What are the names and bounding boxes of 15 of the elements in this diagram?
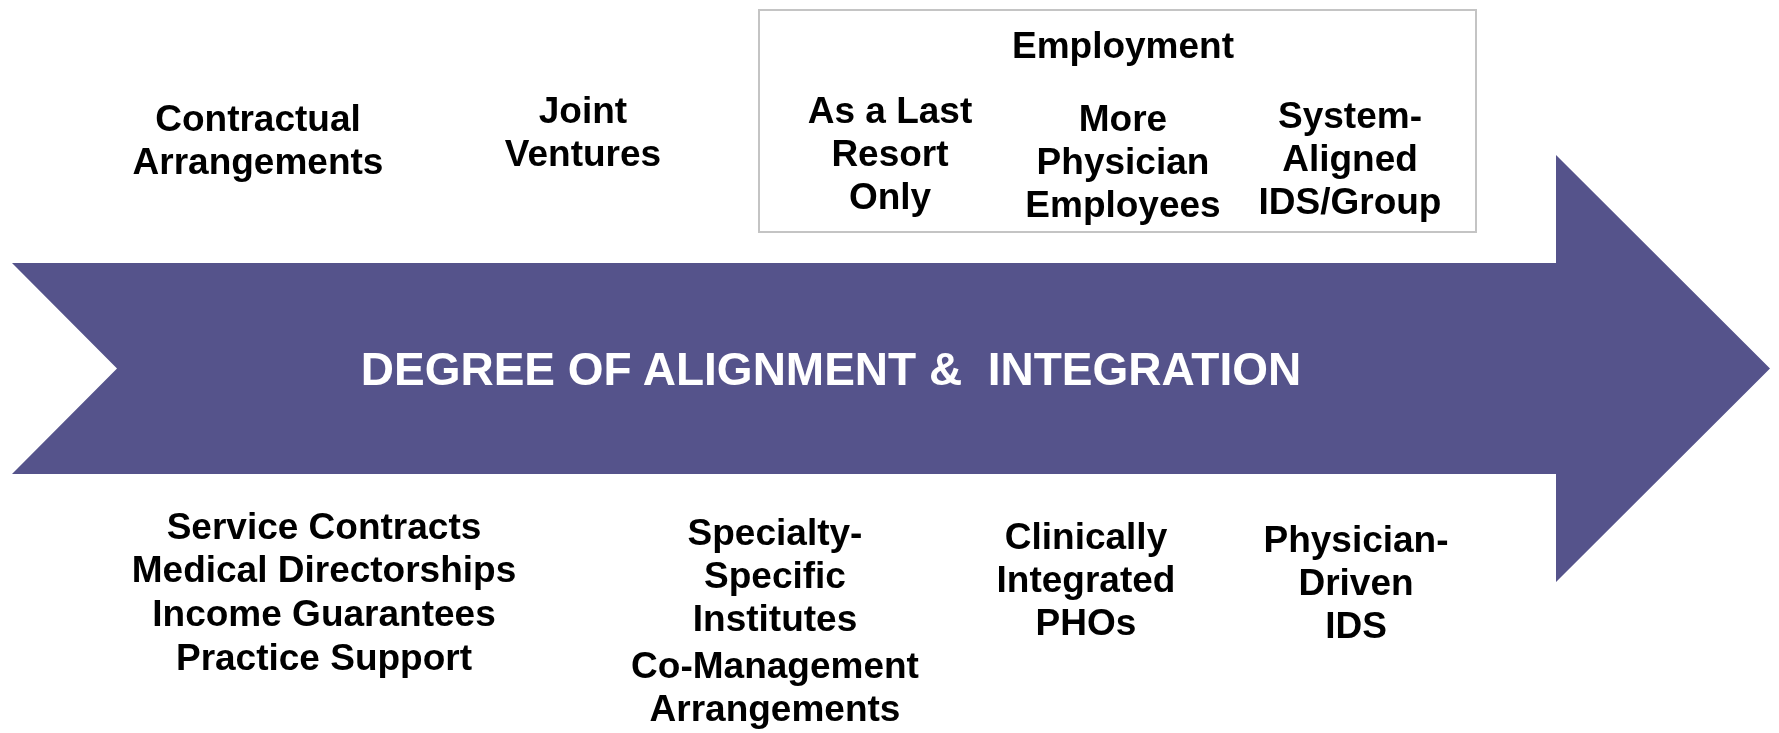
category-label: Clinically Integrated PHOs — [995, 515, 1177, 644]
category-label: Medical Directorships — [131, 548, 517, 591]
column-label: System-Aligned IDS/Group — [1257, 94, 1443, 223]
arrow-title: DEGREE OF ALIGNMENT & INTEGRATION — [359, 341, 1303, 396]
category-label: Co-Management Arrangements — [630, 644, 920, 730]
category-label: Physician-Driven IDS — [1262, 518, 1450, 647]
category-label: Contractual Arrangements — [131, 97, 385, 183]
column-label: As a Last Resort Only — [806, 89, 974, 218]
category-label: Specialty-Specific Institutes — [686, 511, 864, 640]
category-label: Joint Ventures — [503, 89, 663, 175]
category-label: Practice Support — [175, 636, 473, 679]
group-heading: Employment — [1012, 24, 1234, 67]
category-label: Income Guarantees — [152, 592, 496, 635]
column-label: More Physician Employees — [1024, 97, 1222, 226]
category-label: Service Contracts — [166, 505, 482, 548]
